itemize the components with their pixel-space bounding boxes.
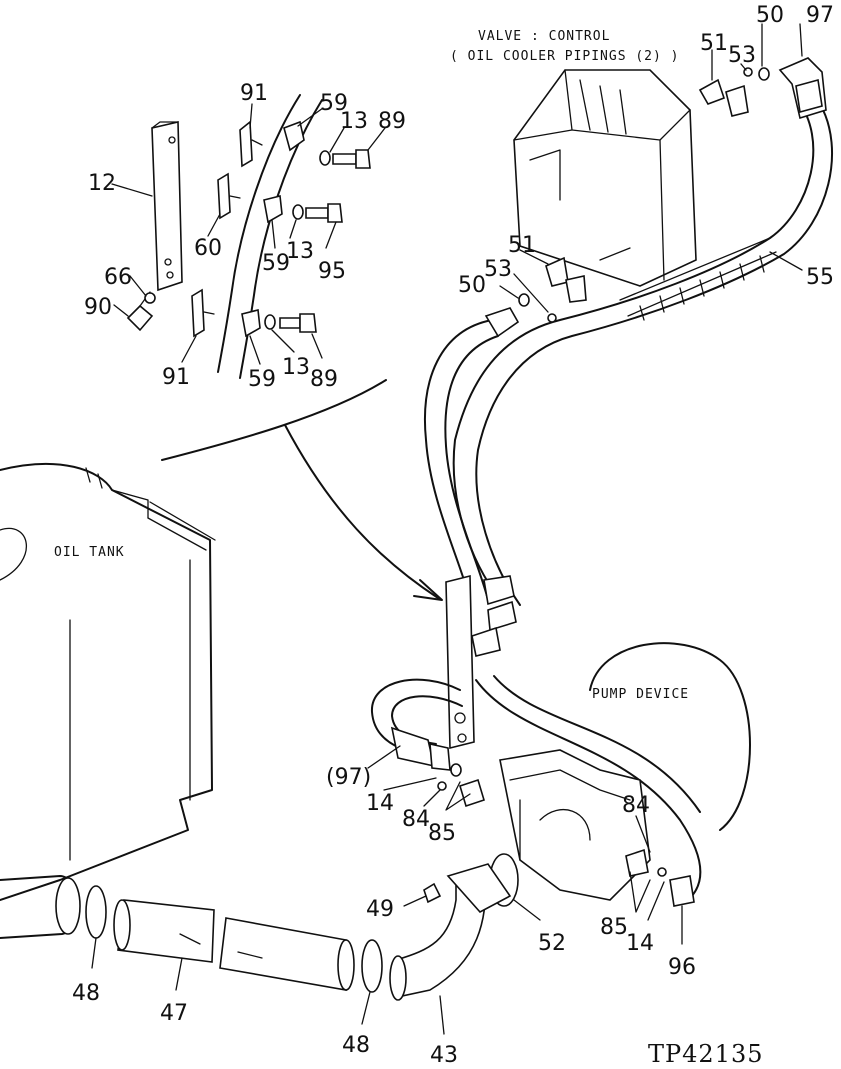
part-50-bottom: 50 [458, 273, 486, 298]
part-53-bottom: 53 [484, 257, 512, 282]
plate-60 [217, 172, 231, 220]
part-84-right: 84 [622, 793, 650, 818]
part-50-top: 50 [756, 3, 784, 28]
part-47: 47 [160, 1001, 188, 1026]
oil-cooler-caption: ( OIL COOLER PIPINGS (2) ) [450, 49, 680, 64]
part-49: 49 [366, 897, 394, 922]
part-51-top: 51 [700, 31, 728, 56]
pump-device-caption: PUMP DEVICE [592, 687, 689, 702]
part-43: 43 [430, 1043, 458, 1068]
part-66: 66 [104, 265, 132, 290]
part-97-ref: (97) [326, 765, 371, 790]
part-97: 97 [806, 3, 834, 28]
part-52: 52 [538, 931, 566, 956]
part-84-left: 84 [402, 807, 430, 832]
part-48-left: 48 [72, 981, 100, 1006]
fitting-50 [484, 307, 520, 338]
bolt-49 [423, 882, 442, 904]
clamp-59-bottom [241, 309, 261, 338]
part-59-bottom: 59 [248, 367, 276, 392]
clamp-48-left [85, 885, 107, 939]
washer-13-top [319, 150, 331, 166]
hose-end-left [55, 877, 81, 935]
part-89-bottom: 89 [310, 367, 338, 392]
part-59-top: 59 [320, 91, 348, 116]
part-90: 90 [84, 295, 112, 320]
control-valve [513, 69, 697, 287]
part-91-top: 91 [240, 81, 268, 106]
part-89-top: 89 [378, 109, 406, 134]
pump-bracket [370, 574, 517, 771]
leaders [91, 745, 683, 1035]
part-14-right: 14 [626, 931, 654, 956]
oil-tank-caption: OIL TANK [54, 545, 125, 560]
part-55: 55 [806, 265, 834, 290]
flange-51-top [698, 78, 726, 105]
clamp-59-top [283, 120, 305, 152]
hose-47-a [117, 899, 215, 963]
pipe-left [424, 307, 520, 601]
part-85-right: 85 [600, 915, 628, 940]
oring-50-bottom [518, 293, 530, 307]
part-96: 96 [668, 955, 696, 980]
plate-91-top [239, 120, 253, 168]
washer-66 [144, 292, 156, 304]
fitting-96 [669, 875, 695, 907]
suction-pipe [0, 863, 512, 1001]
valve-control-caption: VALVE : CONTROL [478, 29, 610, 44]
drawing-code: TP42135 [648, 1040, 764, 1068]
part-14-left: 14 [366, 791, 394, 816]
pipe-55 [452, 57, 833, 606]
plate-91-bottom [191, 288, 205, 338]
oil-tank [0, 462, 216, 901]
part-91-bottom: 91 [162, 365, 190, 390]
flange-51-bottom [545, 256, 569, 287]
washer-13-mid [292, 204, 304, 220]
hose-47-b [219, 917, 347, 991]
oring-50-top [758, 67, 770, 81]
part-53-top: 53 [728, 43, 756, 68]
part-51-bottom: 51 [508, 233, 536, 258]
bolt-95 [327, 203, 343, 223]
part-48-right: 48 [342, 1033, 370, 1058]
part-85-left: 85 [428, 821, 456, 846]
bolt-89-top [355, 149, 371, 169]
bracket-12 [151, 121, 183, 292]
part-95: 95 [318, 259, 346, 284]
washer-13-bottom [264, 314, 276, 330]
bolt-90 [126, 304, 154, 332]
valve-fittings [499, 23, 803, 323]
part-60: 60 [194, 236, 222, 261]
part-13-mid: 13 [286, 239, 314, 264]
bolt-89-bottom [299, 313, 317, 333]
part-12: 12 [88, 171, 116, 196]
detail-inset [111, 94, 443, 601]
pump-device [437, 642, 751, 907]
part-59-mid: 59 [262, 251, 290, 276]
bolt-53-bottom [547, 313, 557, 323]
clamp-59-mid [263, 195, 283, 224]
part-13-bottom: 13 [282, 355, 310, 380]
pump-body [499, 749, 651, 901]
clamp-48-right [361, 939, 383, 993]
part-13-top: 13 [340, 109, 368, 134]
